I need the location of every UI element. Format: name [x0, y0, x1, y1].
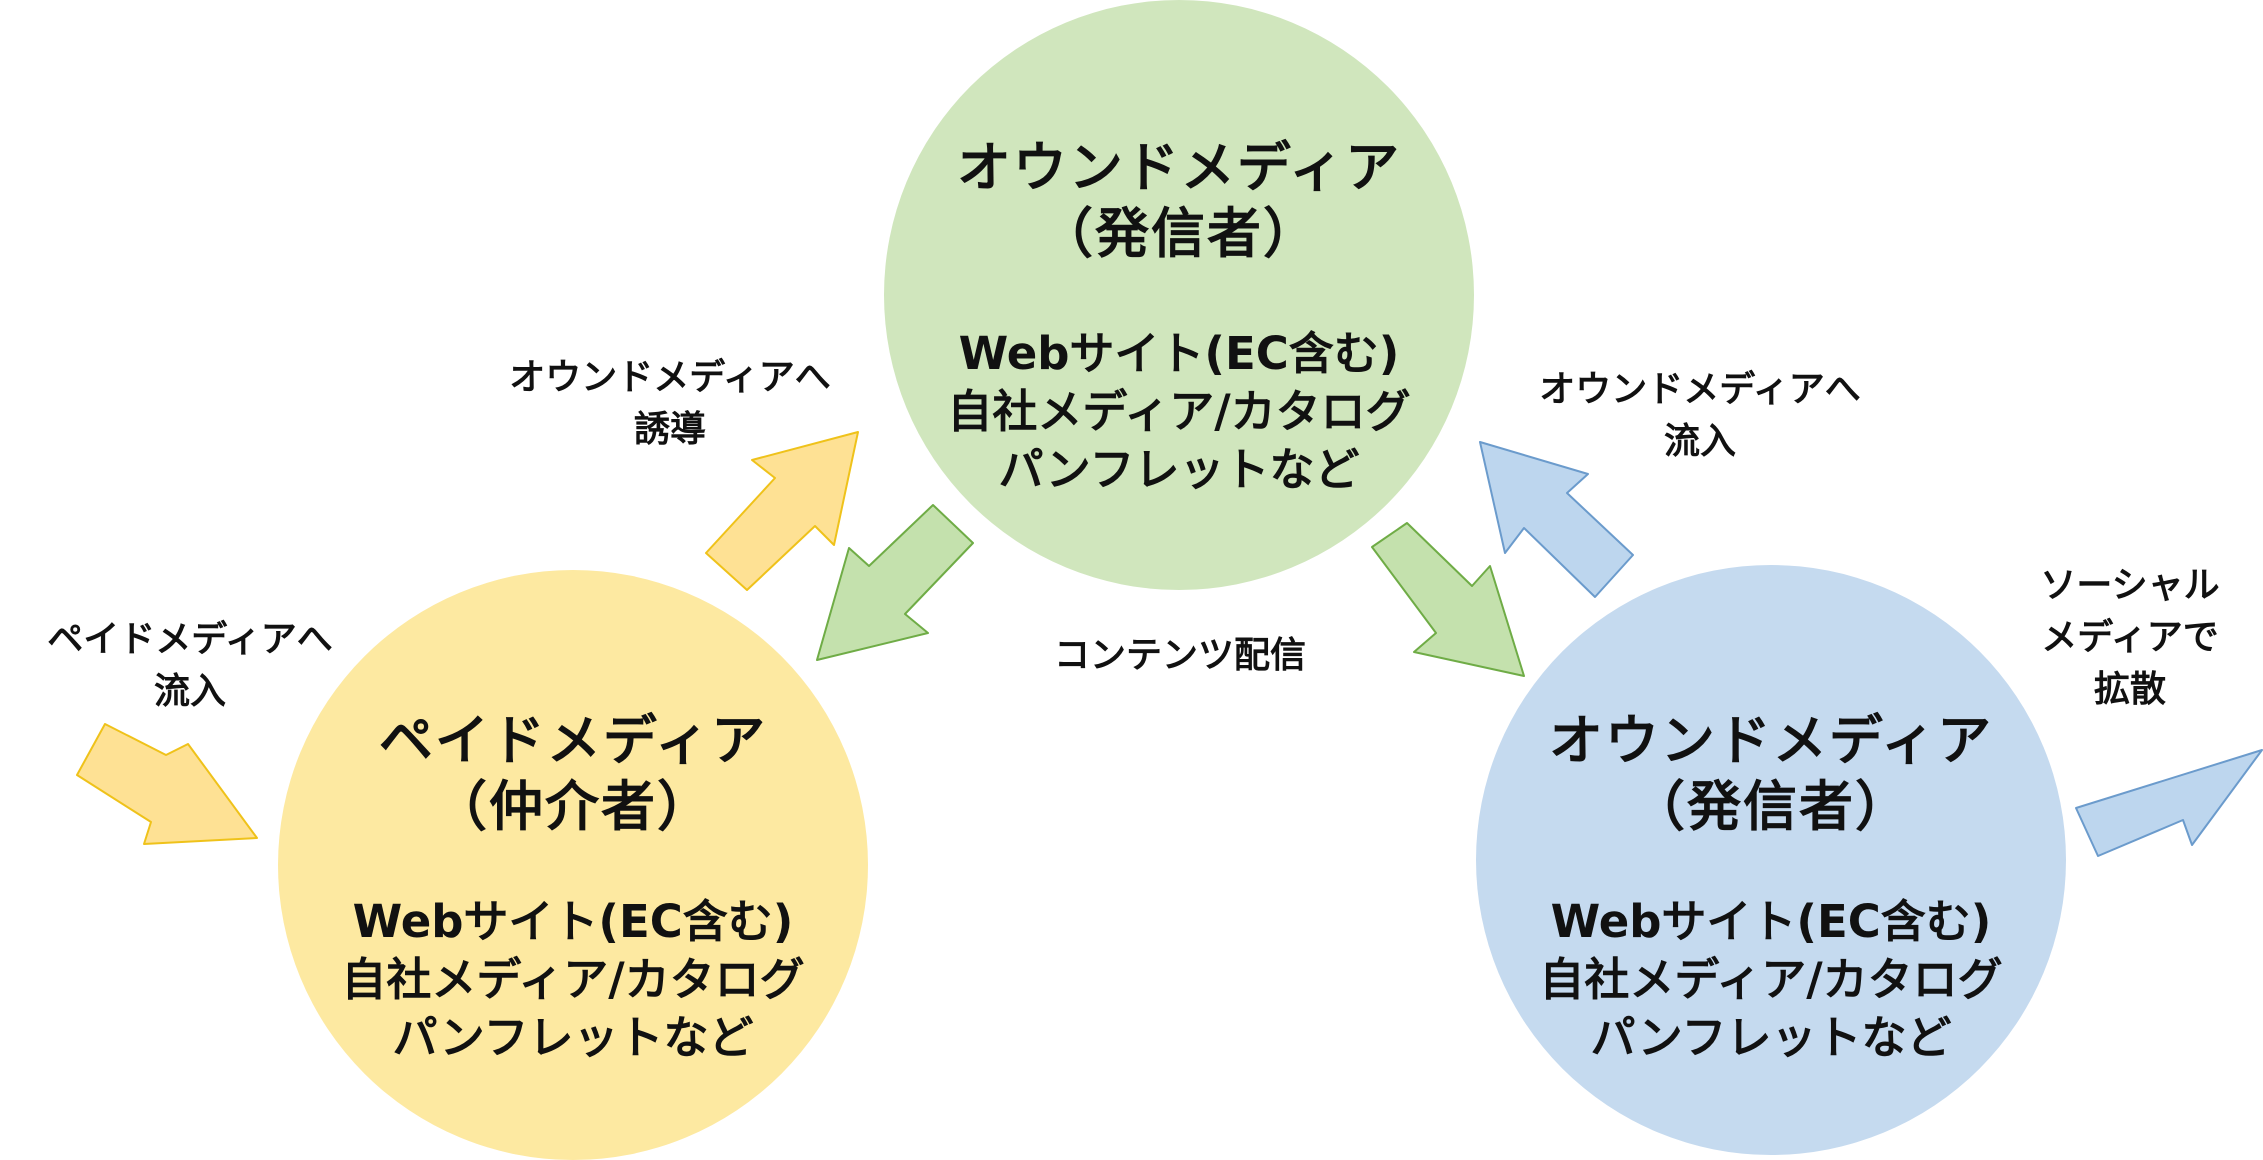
owned-right-body-line-1: Webサイト(EC含む): [1550, 895, 1992, 948]
paid-body-line-1: Webサイト(EC含む): [352, 895, 794, 948]
paid-body-line-2: 自社メディア/カタログ: [341, 953, 805, 1006]
owned-inflow-label: オウンドメディアへ 流入: [1500, 364, 1900, 468]
paid-title-line-1: ペイドメディア: [378, 709, 768, 772]
arrow-owned-right-to-owned: [1479, 441, 1634, 598]
owned-right-body-line-2: 自社メディア/カタログ: [1539, 953, 2003, 1006]
owned-right-body: Webサイト(EC含む) 自社メディア/カタログ パンフレットなど: [1476, 893, 2066, 1067]
arrow-paid-to-owned: [705, 431, 859, 591]
owned-media-top-circle: [884, 0, 1474, 590]
paid-title: ペイドメディア （仲介者）: [278, 708, 868, 840]
content-delivery-text: コンテンツ配信: [1053, 635, 1306, 676]
owned-top-title-line-1: オウンドメディア: [956, 136, 1402, 199]
paid-inflow-line-2: 流入: [153, 671, 226, 712]
paid-title-line-2: （仲介者）: [433, 775, 713, 838]
arrow-owned-to-paid: [816, 504, 974, 661]
paid-inflow-line-1: ペイドメディアへ: [47, 619, 333, 660]
paid-media-circle: [278, 570, 868, 1160]
owned-right-title-line-1: オウンドメディア: [1548, 709, 1994, 772]
content-delivery-label: コンテンツ配信: [980, 630, 1380, 682]
paid-body: Webサイト(EC含む) 自社メディア/カタログ パンフレットなど: [278, 893, 868, 1067]
owned-guide-line-1: オウンドメディアへ: [509, 357, 831, 398]
owned-top-title: オウンドメディア （発信者）: [884, 135, 1474, 267]
arrow-to-social: [2075, 749, 2263, 857]
owned-inflow-line-1: オウンドメディアへ: [1539, 369, 1861, 410]
owned-top-body-line-1: Webサイト(EC含む): [958, 327, 1400, 380]
owned-top-body: Webサイト(EC含む) 自社メディア/カタログ パンフレットなど: [884, 325, 1474, 499]
arrow-owned-to-owned-right: [1371, 522, 1525, 677]
paid-inflow-label: ペイドメディアへ 流入: [0, 614, 380, 718]
owned-right-title: オウンドメディア （発信者）: [1476, 708, 2066, 840]
owned-top-body-line-3: パンフレットなど: [998, 443, 1360, 496]
social-spread-line-2: メディアで: [2041, 617, 2219, 658]
paid-body-line-3: パンフレットなど: [392, 1011, 754, 1064]
owned-right-title-line-2: （発信者）: [1631, 775, 1911, 838]
social-spread-line-3: 拡散: [2093, 669, 2166, 710]
owned-top-body-line-2: 自社メディア/カタログ: [947, 385, 1411, 438]
owned-guide-label: オウンドメディアへ 誘導: [470, 352, 870, 456]
owned-inflow-line-2: 流入: [1663, 421, 1736, 462]
owned-top-title-line-2: （発信者）: [1039, 202, 1319, 265]
social-spread-label: ソーシャル メディアで 拡散: [2010, 560, 2250, 716]
owned-guide-line-2: 誘導: [633, 409, 706, 450]
social-spread-line-1: ソーシャル: [2040, 565, 2220, 606]
owned-media-right-circle: [1476, 565, 2066, 1155]
arrow-into-paid-media: [76, 723, 258, 845]
owned-right-body-line-3: パンフレットなど: [1590, 1011, 1952, 1064]
